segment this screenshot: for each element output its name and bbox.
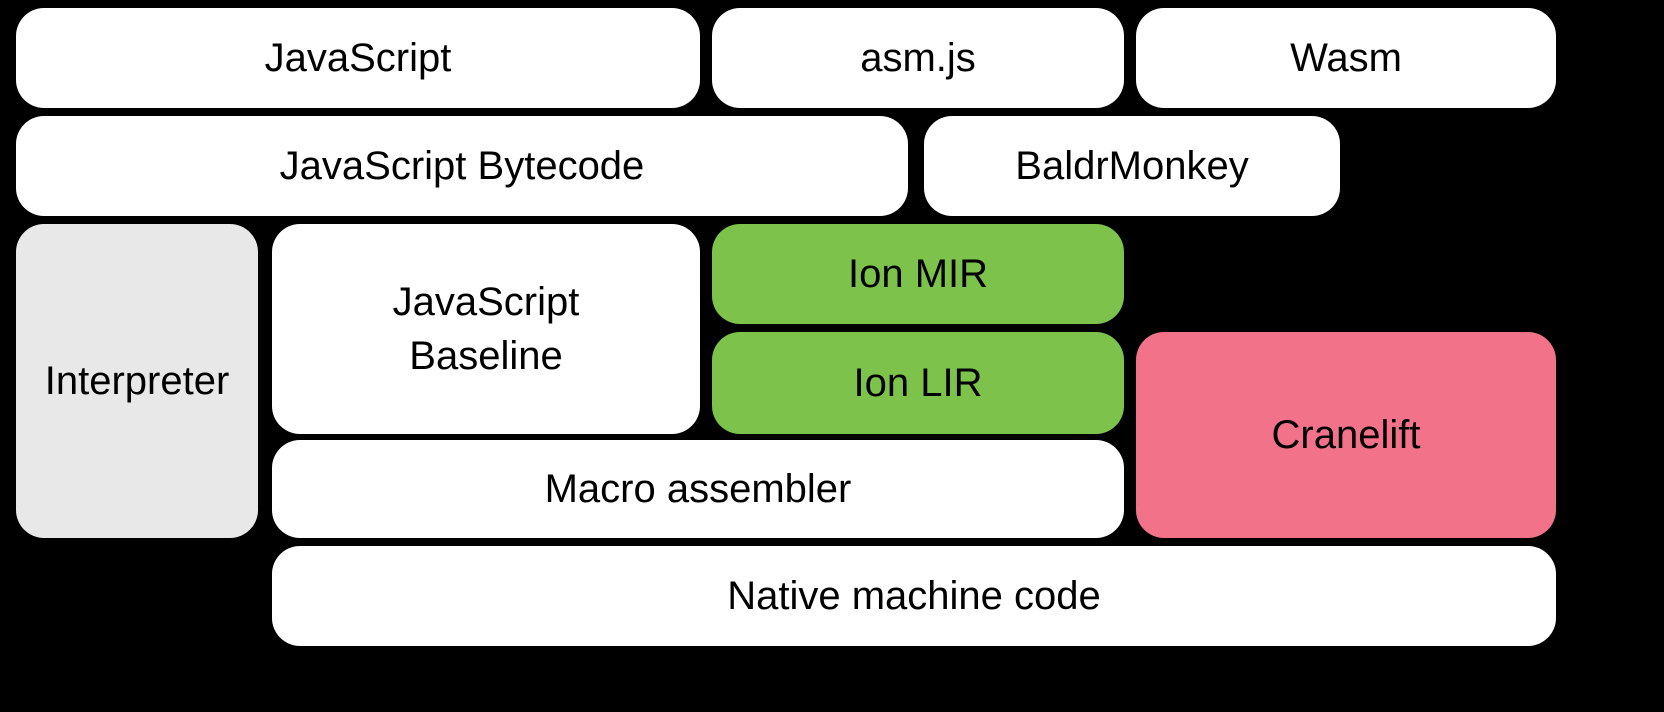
node-javascript: JavaScript (16, 8, 700, 108)
node-interpreter: Interpreter (16, 224, 258, 538)
node-ion-mir: Ion MIR (712, 224, 1124, 324)
node-javascript-bytecode: JavaScript Bytecode (16, 116, 908, 216)
node-cranelift: Cranelift (1136, 332, 1556, 538)
node-wasm: Wasm (1136, 8, 1556, 108)
node-native-machine-code: Native machine code (272, 546, 1556, 646)
node-macro-assembler: Macro assembler (272, 440, 1124, 538)
node-ion-lir: Ion LIR (712, 332, 1124, 434)
node-javascript-baseline: JavaScript Baseline (272, 224, 700, 434)
node-baldrmonkey: BaldrMonkey (924, 116, 1340, 216)
node-asmjs: asm.js (712, 8, 1124, 108)
